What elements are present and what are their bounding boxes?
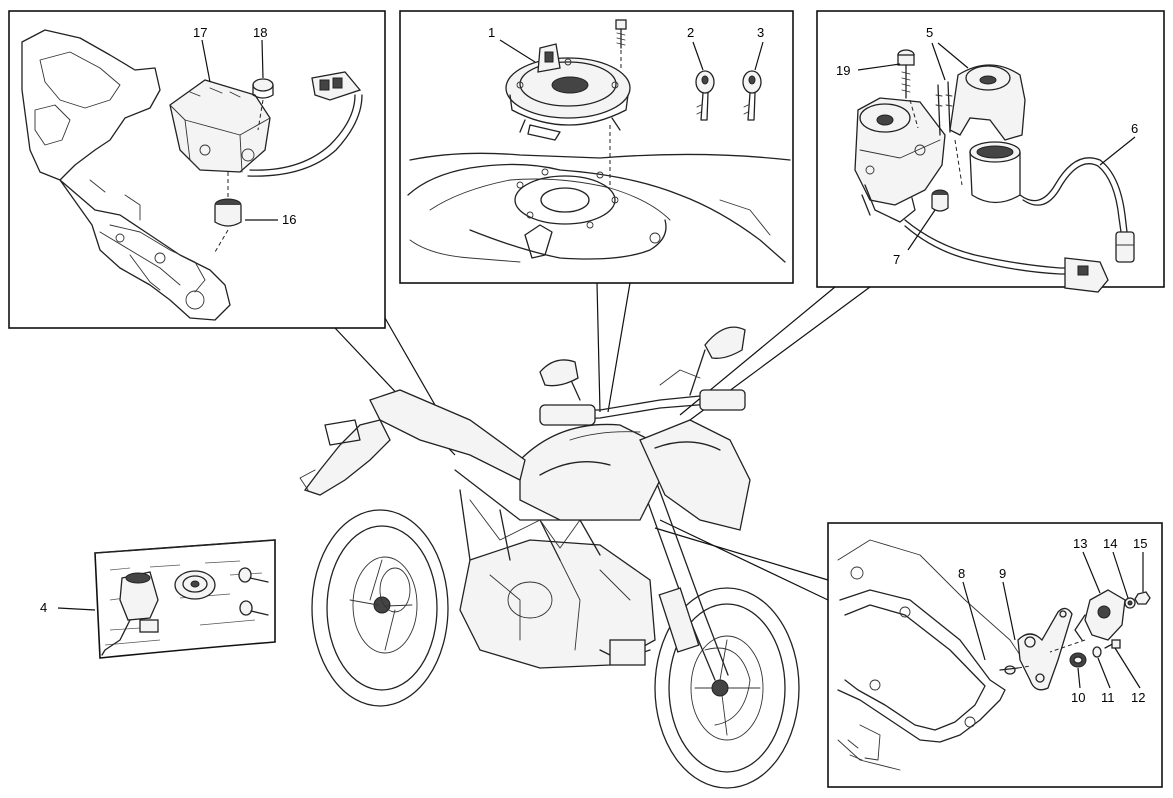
rubber-mount-16 xyxy=(214,198,242,253)
screw-19 xyxy=(897,49,919,129)
callout-14: 14 xyxy=(1103,536,1117,551)
panel-key-set xyxy=(57,539,276,659)
callout-labels: 1 2 3 4 5 6 7 8 9 10 11 12 13 14 15 16 1… xyxy=(40,25,1147,705)
connector-cable xyxy=(227,71,363,200)
leader-panel-sensor xyxy=(659,519,829,601)
brake-discs xyxy=(379,567,751,726)
callout-3: 3 xyxy=(757,25,764,40)
key-2 xyxy=(695,70,715,121)
engine-frame xyxy=(454,469,656,669)
rear-wheel xyxy=(311,509,449,707)
panel-ignition-switch xyxy=(816,10,1165,293)
keyset-keys xyxy=(238,567,269,616)
frame-plate xyxy=(837,539,1031,771)
panel-control-unit xyxy=(8,10,386,329)
callout-13: 13 xyxy=(1073,536,1087,551)
washer-14 xyxy=(1124,597,1136,609)
grommet-10 xyxy=(1069,652,1087,668)
callout-11: 11 xyxy=(1101,690,1115,705)
callout-19: 19 xyxy=(836,63,850,78)
cup xyxy=(969,141,1021,204)
callout-10: 10 xyxy=(1071,690,1085,705)
panel-fuel-cap xyxy=(399,10,794,284)
front-fork xyxy=(639,477,729,681)
callout-4: 4 xyxy=(40,600,47,615)
callout-5: 5 xyxy=(926,25,933,40)
callout-9: 9 xyxy=(999,566,1006,581)
callout-17: 17 xyxy=(193,25,207,40)
fuel-tank xyxy=(407,152,791,263)
cover-5 xyxy=(935,64,1026,186)
cap-screw xyxy=(615,19,627,70)
ignition-switch-body xyxy=(854,97,946,223)
callout-6: 6 xyxy=(1131,121,1138,136)
keyset-cap xyxy=(174,570,216,600)
callout-1: 1 xyxy=(488,25,495,40)
callout-15: 15 xyxy=(1133,536,1147,551)
motorcycle-overview xyxy=(299,326,800,789)
keyset-switch xyxy=(101,571,159,656)
panel-frame xyxy=(8,10,386,329)
key-3 xyxy=(742,70,762,121)
panel-frame xyxy=(827,522,1163,788)
panel-sensor xyxy=(827,522,1163,788)
nut-15 xyxy=(1134,591,1151,605)
callout-8: 8 xyxy=(958,566,965,581)
handlebar-mirrors xyxy=(539,326,746,441)
front-wheel xyxy=(654,587,800,789)
screw-12 xyxy=(1104,639,1121,649)
washer-11 xyxy=(1092,646,1102,658)
frame-bracket xyxy=(21,29,231,321)
bracket-9 xyxy=(1017,607,1073,691)
fuel-cap-1 xyxy=(505,43,631,185)
screw-8 xyxy=(999,665,1031,675)
callout-18: 18 xyxy=(253,25,267,40)
callout-12: 12 xyxy=(1131,690,1145,705)
sensor-13 xyxy=(1074,589,1126,641)
grommet-18 xyxy=(252,78,274,131)
bodywork xyxy=(299,389,751,531)
control-unit-17 xyxy=(169,79,271,173)
callout-7: 7 xyxy=(893,252,900,267)
callout-2: 2 xyxy=(687,25,694,40)
leader-panel-tank xyxy=(596,282,601,413)
callout-16: 16 xyxy=(282,212,296,227)
panel-frame xyxy=(399,10,794,284)
bushing-7 xyxy=(931,189,949,212)
cable-6 xyxy=(904,157,1135,293)
